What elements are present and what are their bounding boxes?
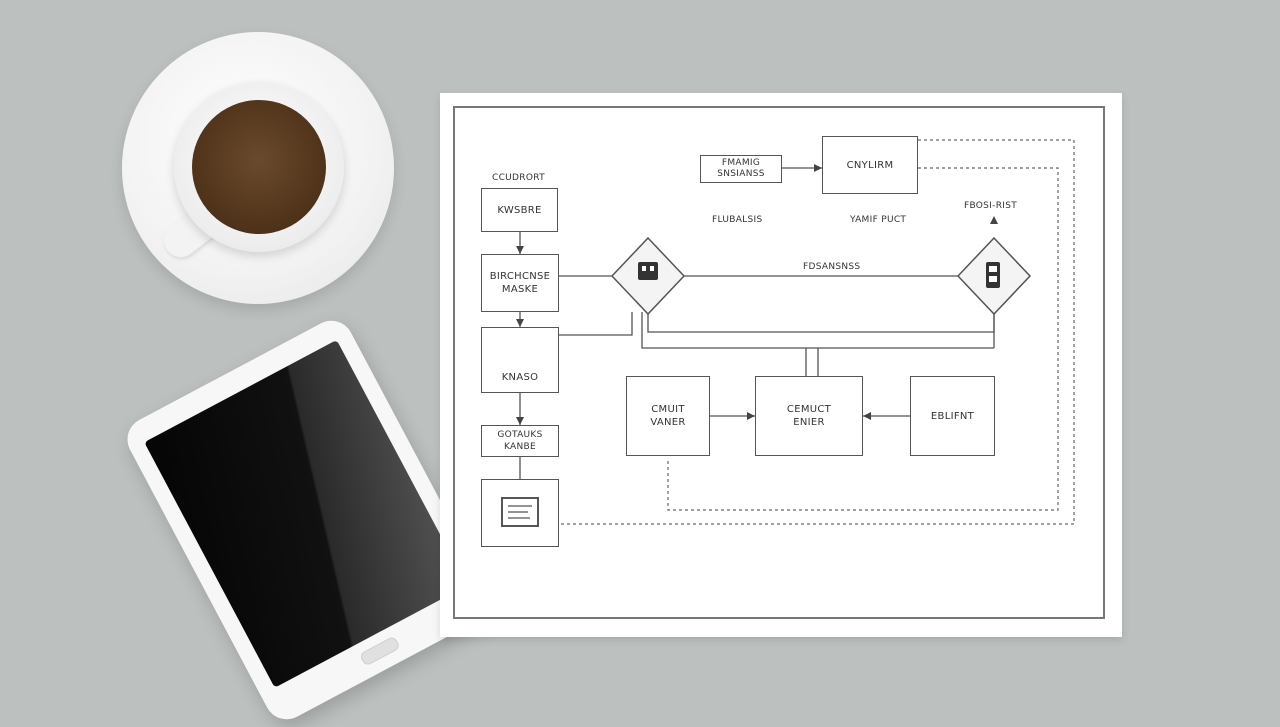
coffee-surface — [192, 100, 326, 234]
left-box-4: GOTAUKS KANBE — [481, 425, 559, 457]
top-note-box: FMAMIG SNSIANSS — [700, 155, 782, 183]
top-note-line-2: SNSIANSS — [717, 169, 765, 179]
diagram-frame — [453, 106, 1105, 619]
bottom-box-3-label: EBLIFNT — [930, 410, 975, 422]
left-box-4-line-2: KANBE — [504, 442, 536, 452]
bottom-box-1-line-2: VANER — [650, 417, 686, 428]
mid-label-center: YAMIF PUCT — [850, 215, 907, 225]
left-box-3-label: KNASO — [501, 372, 539, 383]
bottom-box-1: CMUIT VANER — [626, 376, 710, 456]
top-note-line-1: FMAMIG — [721, 158, 761, 168]
left-caption: CCUDRORT — [492, 173, 545, 183]
bottom-box-2: CEMUCT ENIER — [755, 376, 863, 456]
left-box-2-line-2: MASKE — [501, 284, 539, 295]
top-box-label: CNYLIRM — [846, 159, 894, 171]
left-box-1: KWSBRE — [481, 188, 558, 232]
left-box-3: KNASO — [481, 327, 559, 393]
connector-label: FDSANSNSS — [803, 262, 861, 272]
left-box-1-label: KWSBRE — [497, 204, 542, 216]
left-box-2: BIRCHCNSE MASKE — [481, 254, 559, 312]
document-icon — [501, 497, 539, 527]
bottom-box-3: EBLIFNT — [910, 376, 995, 456]
mid-label-left: FLUBALSIS — [712, 215, 763, 225]
bottom-box-2-line-1: CEMUCT — [786, 404, 832, 415]
left-box-5 — [481, 479, 559, 547]
bottom-box-2-line-2: ENIER — [793, 417, 825, 428]
bottom-box-1-line-1: CMUIT — [651, 404, 685, 415]
mid-label-right: FBOSI-RIST — [964, 201, 1018, 211]
left-box-2-line-1: BIRCHCNSE — [489, 271, 551, 282]
left-box-4-line-1: GOTAUKS — [497, 430, 543, 440]
top-box: CNYLIRM — [822, 136, 918, 194]
